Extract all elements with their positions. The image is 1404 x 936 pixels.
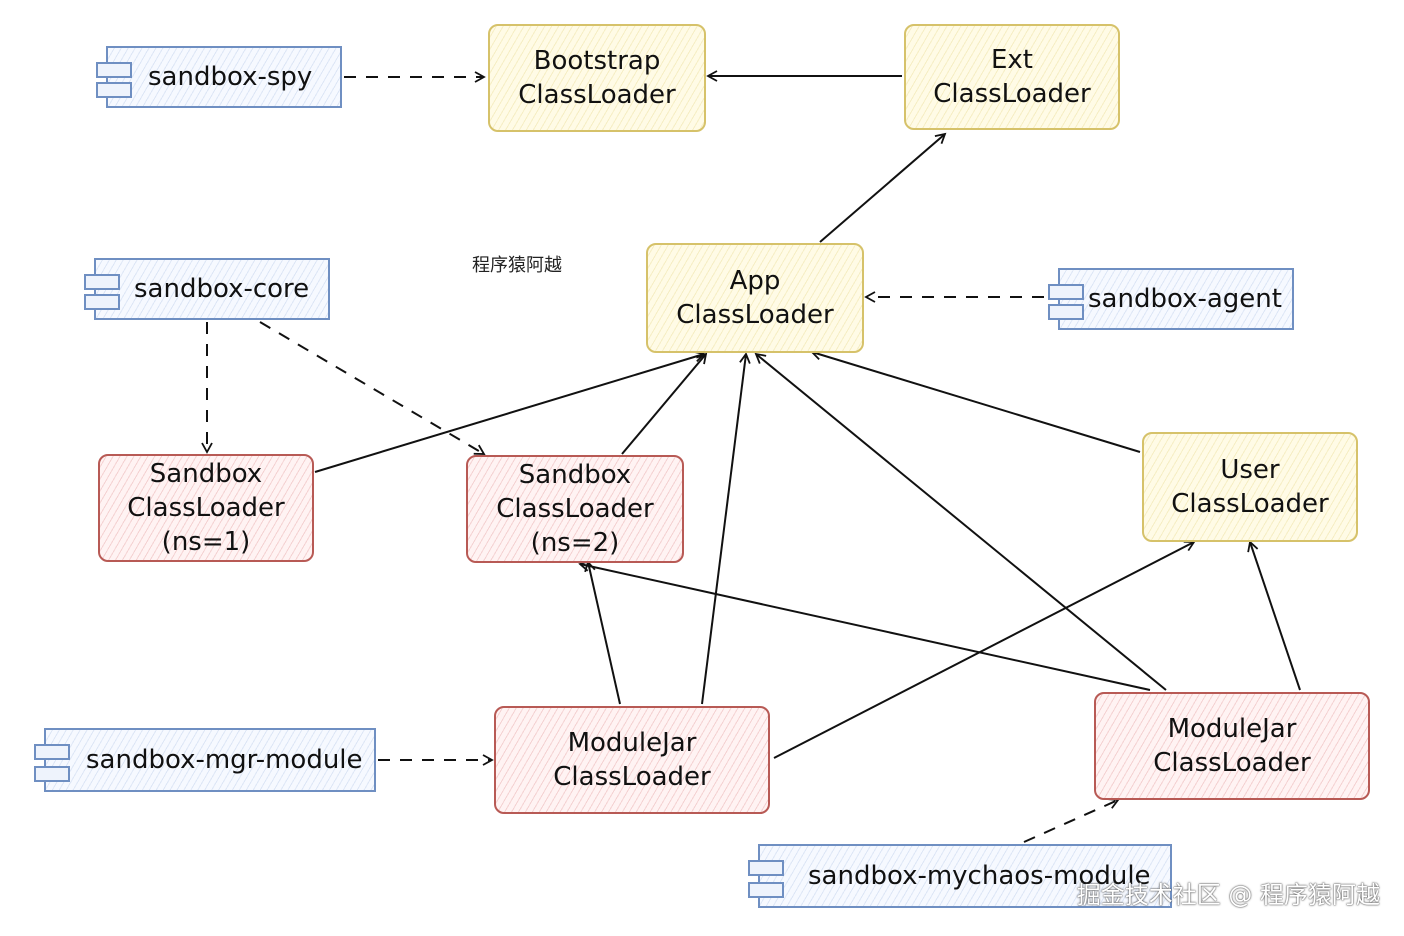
sandbox-mgr-module-label: sandbox-mgr-module bbox=[86, 745, 363, 775]
component-sandbox-spy[interactable]: sandbox-spy bbox=[96, 46, 342, 108]
component-tab-icon bbox=[96, 82, 132, 98]
sandbox-core-label: sandbox-core bbox=[134, 274, 310, 304]
user-line1: User bbox=[1220, 455, 1280, 485]
edge-sandbox2-to-app bbox=[621, 352, 708, 455]
modulejar1-line1: ModuleJar bbox=[567, 728, 697, 758]
edge-core-to-sandbox2 bbox=[259, 321, 486, 455]
sandbox-agent-label: sandbox-agent bbox=[1088, 284, 1282, 314]
bootstrap-line2: ClassLoader bbox=[518, 80, 676, 110]
edge-mj1-to-app bbox=[701, 352, 751, 705]
sandbox-classloader-ns1[interactable]: Sandbox ClassLoader (ns=1) bbox=[98, 454, 314, 562]
edge-mj1-to-sandbox2 bbox=[584, 560, 621, 705]
component-tab-icon bbox=[748, 860, 784, 876]
edge-app-to-ext bbox=[819, 132, 947, 243]
ext-classloader[interactable]: Ext ClassLoader bbox=[904, 24, 1120, 130]
sandbox2-line2: ClassLoader bbox=[496, 494, 654, 524]
component-tab-icon bbox=[84, 294, 120, 310]
sandbox1-line1: Sandbox bbox=[149, 459, 263, 489]
sandbox-spy-label: sandbox-spy bbox=[148, 62, 313, 92]
sandbox-mychaos-module-label: sandbox-mychaos-module bbox=[808, 861, 1151, 891]
ext-line2: ClassLoader bbox=[933, 79, 1091, 109]
sandbox1-line2: ClassLoader bbox=[127, 493, 285, 523]
component-tab-icon bbox=[34, 766, 70, 782]
sandbox-classloader-ns2[interactable]: Sandbox ClassLoader (ns=2) bbox=[466, 455, 684, 563]
modulejar-classloader-right[interactable]: ModuleJar ClassLoader bbox=[1094, 692, 1370, 800]
component-sandbox-core[interactable]: sandbox-core bbox=[84, 258, 330, 320]
app-classloader[interactable]: App ClassLoader bbox=[646, 243, 864, 353]
modulejar-classloader-left[interactable]: ModuleJar ClassLoader bbox=[494, 706, 770, 814]
component-sandbox-agent[interactable]: sandbox-agent bbox=[1048, 268, 1294, 330]
component-tab-icon bbox=[84, 274, 120, 290]
app-line1: App bbox=[729, 266, 781, 296]
component-sandbox-mychaos-module[interactable]: sandbox-mychaos-module bbox=[748, 844, 1172, 908]
author-annotation: 程序猿阿越 bbox=[472, 255, 562, 276]
sandbox2-line1: Sandbox bbox=[518, 460, 632, 490]
app-line2: ClassLoader bbox=[676, 300, 834, 330]
edge-mj2-to-user bbox=[1247, 540, 1301, 691]
modulejar1-line2: ClassLoader bbox=[553, 762, 711, 792]
user-classloader[interactable]: User ClassLoader bbox=[1142, 432, 1358, 542]
edge-mj2-to-sandbox2 bbox=[578, 560, 1151, 691]
component-tab-icon bbox=[96, 62, 132, 78]
sandbox2-line3: (ns=2) bbox=[530, 528, 620, 558]
component-tab-icon bbox=[748, 882, 784, 898]
user-line2: ClassLoader bbox=[1171, 489, 1329, 519]
edge-mychaos-to-mj2 bbox=[1023, 798, 1120, 843]
component-tab-icon bbox=[1048, 304, 1084, 320]
component-sandbox-mgr-module[interactable]: sandbox-mgr-module bbox=[34, 728, 376, 792]
bootstrap-line1: Bootstrap bbox=[533, 46, 661, 76]
modulejar2-line2: ClassLoader bbox=[1153, 748, 1311, 778]
sandbox1-line3: (ns=1) bbox=[161, 527, 251, 557]
watermark: 掘金技术社区 @ 程序猿阿越 bbox=[1076, 881, 1380, 909]
ext-line1: Ext bbox=[990, 45, 1033, 75]
component-tab-icon bbox=[1048, 284, 1084, 300]
modulejar2-line1: ModuleJar bbox=[1167, 714, 1297, 744]
edge-user-to-app bbox=[810, 348, 1141, 453]
edge-mj2-to-app bbox=[754, 352, 1167, 691]
component-tab-icon bbox=[34, 744, 70, 760]
bootstrap-classloader[interactable]: Bootstrap ClassLoader bbox=[488, 24, 706, 132]
